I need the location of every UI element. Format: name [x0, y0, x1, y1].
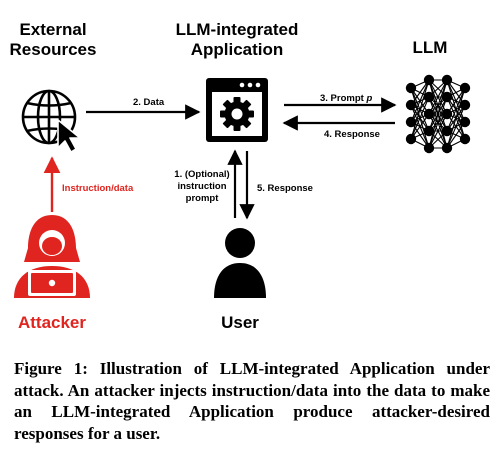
edge-label-instruction-line1: 1. (Optional) [174, 169, 230, 180]
llm-label: LLM [412, 38, 448, 57]
nn-node [459, 99, 471, 111]
edge-label-response-llm: 4. Response [324, 129, 380, 140]
edge-label-data: 2. Data [133, 97, 165, 108]
nn-connection [446, 104, 466, 149]
external-resources-label: External Resources [5, 20, 101, 60]
nn-connection [410, 79, 430, 140]
nn-connection [428, 79, 448, 149]
nn-connection [428, 79, 448, 132]
user-icon [214, 228, 266, 298]
external-resources-label-line1: External [19, 20, 87, 39]
nn-node [405, 82, 417, 94]
nn-node [405, 116, 417, 128]
cursor-icon [57, 119, 81, 153]
nn-node [423, 74, 435, 86]
nn-node [459, 82, 471, 94]
nn-node [441, 91, 453, 103]
edge-label-prompt-text: 3. Prompt [320, 93, 367, 104]
nn-connection [410, 79, 430, 123]
nn-connection [446, 121, 466, 149]
edge-label-instruction-line2: instruction [177, 181, 227, 192]
app-label-line1: LLM-integrated [175, 20, 299, 39]
attacker-label: Attacker [17, 313, 87, 332]
external-resources-label-line2: Resources [9, 40, 97, 59]
nn-connection [428, 79, 448, 115]
attacker-icon [14, 215, 90, 298]
nn-connection [428, 113, 448, 149]
nn-node [423, 108, 435, 120]
nn-node [441, 142, 453, 154]
edge-label-response-user: 5. Response [257, 183, 313, 194]
edge-label-prompt-var: p [366, 93, 373, 104]
edge-label-instruction: 1. (Optional) instruction prompt [170, 169, 234, 205]
nn-connection [410, 96, 430, 140]
app-label: LLM-integrated Application [172, 20, 302, 60]
nn-node [405, 99, 417, 111]
nn-connection [446, 87, 466, 149]
user-label: User [221, 313, 259, 332]
nn-node [423, 91, 435, 103]
edge-label-prompt: 3. Prompt p [320, 93, 372, 105]
gear-icon [220, 97, 254, 131]
nn-node [423, 125, 435, 137]
nn-node [441, 125, 453, 137]
nn-node [441, 74, 453, 86]
nn-node [459, 133, 471, 145]
nn-connection [446, 87, 466, 132]
app-label-line2: Application [190, 40, 284, 59]
neural-network-icon [405, 74, 471, 154]
nn-node [459, 116, 471, 128]
nn-node [405, 133, 417, 145]
nn-connection [428, 96, 448, 149]
edge-label-instruction-line3: prompt [185, 193, 219, 204]
figure-caption: Figure 1: Illustration of LLM-integrated… [14, 359, 490, 443]
nn-node [441, 108, 453, 120]
nn-node [423, 142, 435, 154]
nn-connection [446, 87, 466, 115]
edge-label-attack: Instruction/data [62, 183, 134, 194]
